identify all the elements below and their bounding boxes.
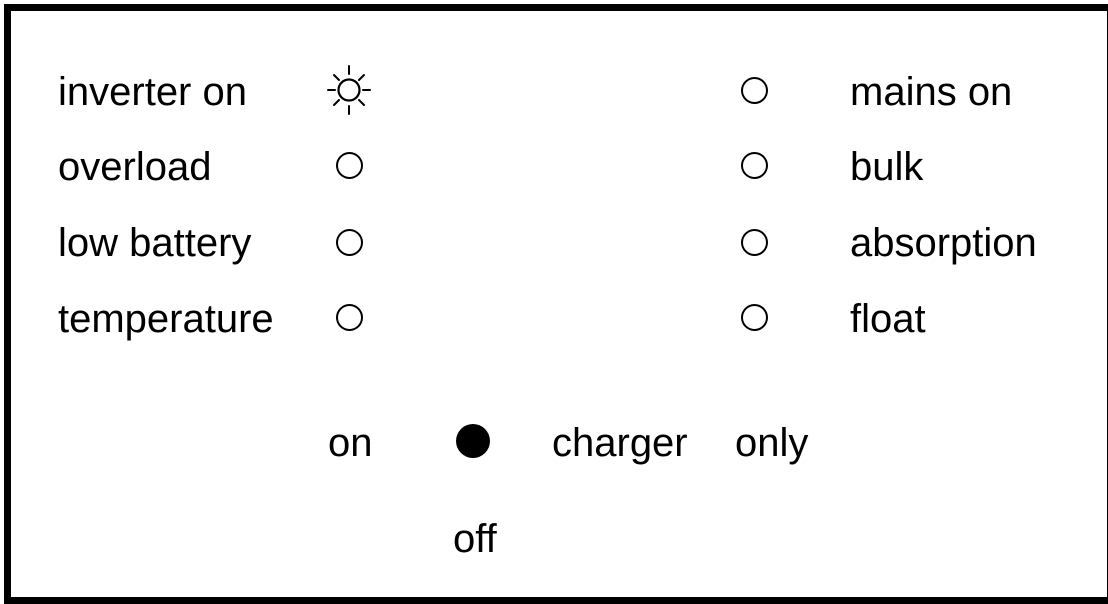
control-panel bbox=[4, 4, 1108, 604]
switch-only-label: only bbox=[735, 421, 809, 465]
label-float: float bbox=[850, 297, 926, 341]
sun-lit-led-icon bbox=[327, 65, 371, 115]
led-temperature-icon bbox=[336, 304, 363, 331]
led-absorption-icon bbox=[741, 229, 768, 256]
led-bulk-icon bbox=[741, 152, 768, 179]
led-low-battery-icon bbox=[336, 229, 363, 256]
label-inverter-on: inverter on bbox=[58, 70, 247, 114]
label-mains-on: mains on bbox=[850, 70, 1013, 114]
switch-on-label: on bbox=[328, 421, 373, 465]
label-overload: overload bbox=[58, 145, 212, 189]
label-low-battery: low battery bbox=[58, 221, 252, 265]
led-mains-on-icon bbox=[741, 77, 768, 104]
led-float-icon bbox=[741, 304, 768, 331]
label-temperature: temperature bbox=[58, 297, 274, 341]
switch-off-label: off bbox=[453, 517, 497, 561]
switch-knob-icon[interactable] bbox=[456, 424, 490, 458]
switch-charger-label: charger bbox=[552, 421, 688, 465]
label-absorption: absorption bbox=[850, 221, 1037, 265]
label-bulk: bulk bbox=[850, 145, 924, 189]
led-overload-icon bbox=[336, 152, 363, 179]
